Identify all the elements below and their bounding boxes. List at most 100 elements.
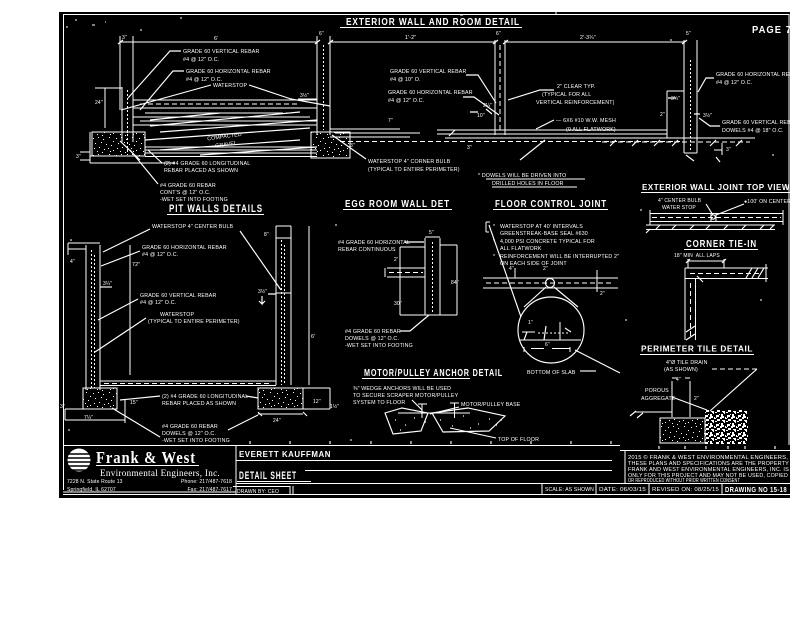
svg-text:BOTTOM OF SLAB: BOTTOM OF SLAB (527, 370, 576, 376)
svg-text:EGG ROOM WALL DET: EGG ROOM WALL DET (345, 199, 450, 210)
svg-text:REINFORCEMENT WILL BE INTERRUP: REINFORCEMENT WILL BE INTERRUPTED 2" (500, 254, 619, 260)
svg-text:3¼": 3¼" (103, 281, 112, 287)
svg-text:3¼": 3¼" (671, 96, 680, 102)
svg-text:6': 6' (214, 36, 218, 42)
svg-text:DOWELS @ 12" O.C.: DOWELS @ 12" O.C. (162, 431, 216, 437)
svg-text:CONT'S @ 12" O.C.: CONT'S @ 12" O.C. (160, 190, 211, 196)
svg-text:DRAWING NO 15-18: DRAWING NO 15-18 (725, 487, 787, 494)
svg-text:#4 GRADE 60 REBAR: #4 GRADE 60 REBAR (162, 424, 218, 430)
svg-text:THESE PLANS AND SPECIFICATIONS: THESE PLANS AND SPECIFICATIONS ARE THE P… (628, 461, 790, 467)
svg-text:GRADE 60 VERTICAL REBAR: GRADE 60 VERTICAL REBAR (140, 293, 216, 299)
svg-text:12": 12" (313, 399, 321, 405)
svg-text:5": 5" (686, 31, 691, 37)
svg-text:GRADE 60 HORIZONTAL REBAR: GRADE 60 HORIZONTAL REBAR (186, 69, 271, 75)
svg-text:DETAIL SHEET: DETAIL SHEET (239, 470, 297, 482)
svg-text:#4 @ 12" O.C.: #4 @ 12" O.C. (142, 252, 178, 258)
svg-text:WATER STOP: WATER STOP (662, 205, 696, 211)
svg-text:DOWELS @ 12" O.C.: DOWELS @ 12" O.C. (345, 336, 399, 342)
svg-text:3": 3" (76, 154, 81, 160)
svg-text:GRADE 60 VERTICAL REBAR: GRADE 60 VERTICAL REBAR (390, 69, 466, 75)
svg-text:PIT WALLS DETAILS: PIT WALLS DETAILS (169, 203, 263, 215)
svg-text:#4 @ 12" O.C.: #4 @ 12" O.C. (140, 300, 176, 306)
svg-text:MOTOR/PULLEY ANCHOR DETAIL: MOTOR/PULLEY ANCHOR DETAIL (364, 368, 503, 379)
svg-text:EXTERIOR WALL AND ROOM DETAIL: EXTERIOR WALL AND ROOM DETAIL (346, 17, 520, 28)
svg-text:24": 24" (95, 100, 103, 106)
svg-text:SCALE: AS SHOWN: SCALE: AS SHOWN (545, 487, 594, 493)
svg-text:4,000 PSI CONCRETE TYPICAL FOR: 4,000 PSI CONCRETE TYPICAL FOR (500, 239, 595, 245)
svg-text:84": 84" (451, 280, 459, 286)
svg-text:3½": 3½" (703, 112, 712, 119)
svg-text:GRADE 60 HORIZONTAL REBAR: GRADE 60 HORIZONTAL REBAR (716, 72, 800, 78)
svg-text:DOWELS #4 @ 18" O.C.: DOWELS #4 @ 18" O.C. (722, 128, 784, 134)
svg-text:-WET SET INTO FOOTING: -WET SET INTO FOOTING (160, 197, 228, 203)
svg-text:DATE: 06/03/15: DATE: 06/03/15 (599, 487, 646, 493)
svg-text:ON EACH SIDE OF JOINT: ON EACH SIDE OF JOINT (500, 261, 567, 267)
svg-text:TOP OF FLOOR: TOP OF FLOOR (498, 437, 539, 443)
svg-text:#4 GRADE 60 REBAR: #4 GRADE 60 REBAR (160, 183, 216, 189)
svg-text:(2) #4 GRADE 60 LONGITUDINAL: (2) #4 GRADE 60 LONGITUDINAL (162, 394, 248, 400)
svg-text:#4 GRADE 60 HORIZONTAL: #4 GRADE 60 HORIZONTAL (338, 240, 410, 246)
svg-text:Environmental Engineers, Inc.: Environmental Engineers, Inc. (100, 469, 220, 479)
svg-text:GRADE 60 HORIZONTAL REBAR: GRADE 60 HORIZONTAL REBAR (388, 90, 473, 96)
svg-text:2¼": 2¼" (483, 103, 492, 109)
svg-text:AGGREGATE: AGGREGATE (641, 396, 676, 402)
svg-text:OR REPRODUCED WITHOUT PRIOR WR: OR REPRODUCED WITHOUT PRIOR WRITTEN CONS… (628, 478, 740, 484)
svg-text:#4 @ 12" O.C.: #4 @ 12" O.C. (716, 80, 752, 86)
svg-text:GRADE 60 HORIZONTAL REBAR: GRADE 60 HORIZONTAL REBAR (142, 245, 227, 251)
svg-text:GRADE 60 VERTICAL REBAR: GRADE 60 VERTICAL REBAR (722, 120, 798, 126)
svg-text:3½": 3½" (258, 288, 267, 295)
svg-text:GRAVEL: GRAVEL (215, 140, 238, 149)
svg-text:7¼": 7¼" (84, 415, 93, 421)
svg-text:(TYPICAL TO ENTIRE PERIMETER): (TYPICAL TO ENTIRE PERIMETER) (148, 319, 240, 325)
svg-text:Frank & West: Frank & West (96, 448, 196, 467)
svg-text:#4 GRADE 60 REBAR: #4 GRADE 60 REBAR (345, 329, 401, 335)
svg-text:7": 7" (388, 118, 393, 124)
svg-text:-WET SET INTO FOOTING: -WET SET INTO FOOTING (162, 438, 230, 444)
svg-text:PAGE 7: PAGE 7 (752, 25, 792, 36)
svg-text:WATERSTOP AT 40' INTERVALS: WATERSTOP AT 40' INTERVALS (500, 224, 583, 230)
svg-text:4": 4" (509, 266, 514, 272)
svg-text:CORNER TIE-IN: CORNER TIE-IN (686, 239, 757, 250)
svg-text:*: * (493, 239, 495, 245)
svg-text:#4 @ 10" O.: #4 @ 10" O. (390, 77, 421, 83)
svg-text:2": 2" (660, 112, 665, 118)
svg-text:6': 6' (311, 334, 315, 340)
svg-text:4": 4" (676, 377, 681, 383)
svg-text:2': 2' (394, 257, 398, 263)
svg-text:REBAR PLACED AS SHOWN: REBAR PLACED AS SHOWN (164, 168, 238, 174)
svg-text:1": 1" (528, 320, 533, 326)
svg-text:6": 6" (319, 31, 324, 37)
svg-text:(AS SHOWN): (AS SHOWN) (664, 367, 698, 373)
svg-text:— 6X6 #10 W.W. MESH: — 6X6 #10 W.W. MESH (556, 118, 616, 124)
svg-text:DRAWN BY: CEO: DRAWN BY: CEO (237, 489, 279, 495)
svg-text:30": 30" (394, 301, 402, 307)
svg-text:24": 24" (273, 418, 281, 424)
svg-text:2" CLEAR TYP.: 2" CLEAR TYP. (557, 84, 595, 90)
svg-text:3": 3" (122, 35, 127, 41)
svg-text:* DOWELS WILL BE DRIVEN INTO: * DOWELS WILL BE DRIVEN INTO (478, 173, 566, 179)
svg-text:4": 4" (70, 259, 75, 265)
svg-text:Fax: 217/487-7617: Fax: 217/487-7617 (187, 487, 232, 493)
svg-text:EXTERIOR WALL JOINT TOP VIEW: EXTERIOR WALL JOINT TOP VIEW (642, 182, 790, 192)
svg-text:#4 @ 12" O.C.: #4 @ 12" O.C. (388, 98, 424, 104)
svg-text:SYSTEM TO FLOOR: SYSTEM TO FLOOR (353, 400, 405, 406)
svg-text:*: * (493, 224, 495, 230)
svg-text:5": 5" (429, 230, 434, 236)
svg-text:2": 2" (600, 291, 605, 297)
svg-text:7228 N. State Route 13: 7228 N. State Route 13 (67, 479, 123, 485)
svg-text:Phone: 217/487-7618: Phone: 217/487-7618 (181, 479, 232, 485)
svg-text:2'-3¼": 2'-3¼" (580, 35, 596, 41)
svg-text:WATERSTOP 4" CORNER BULB: WATERSTOP 4" CORNER BULB (368, 159, 451, 165)
svg-text:4"Ø TILE DRAIN: 4"Ø TILE DRAIN (666, 360, 708, 366)
svg-text:TO SECURE SCRAPER MOTOR/PULLEY: TO SECURE SCRAPER MOTOR/PULLEY (353, 393, 459, 399)
svg-text:ONLY FOR THIS PROJECT AND MAY: ONLY FOR THIS PROJECT AND MAY NOT BE USE… (628, 473, 788, 479)
svg-text:WATERSTOP: WATERSTOP (160, 312, 195, 318)
svg-text:3": 3" (60, 404, 65, 410)
svg-text:(2) #4 GRADE 60 LONGITUDINAL: (2) #4 GRADE 60 LONGITUDINAL (164, 161, 250, 167)
svg-text:1½": 1½" (330, 403, 339, 410)
svg-text:PERIMETER TILE DETAIL: PERIMETER TILE DETAIL (641, 344, 753, 354)
svg-text:POROUS: POROUS (645, 388, 669, 394)
svg-text:DRILLED HOLES IN FLOOR: DRILLED HOLES IN FLOOR (492, 181, 564, 187)
svg-text:6": 6" (545, 342, 550, 348)
svg-text:WATERSTOP: WATERSTOP (213, 83, 248, 89)
